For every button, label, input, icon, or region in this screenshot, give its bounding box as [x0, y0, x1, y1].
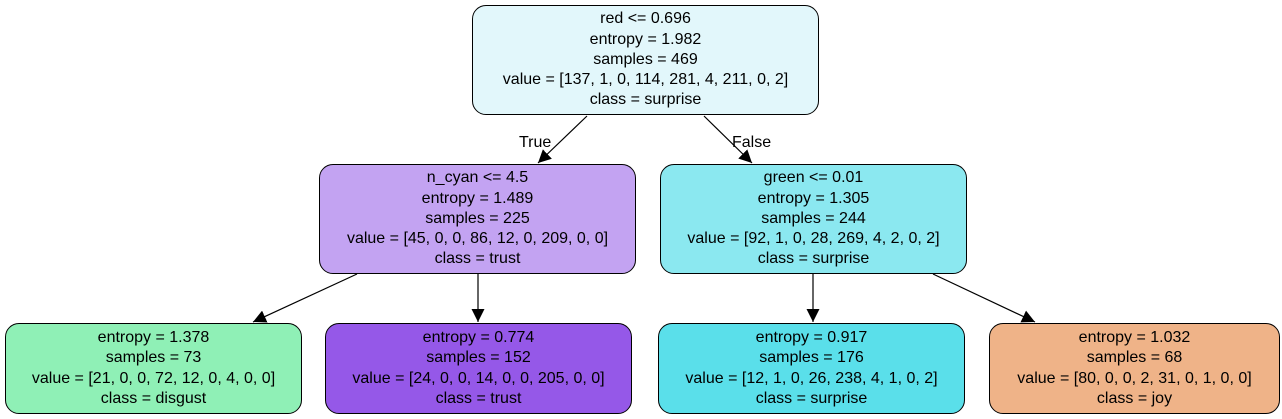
node-text-line: n_cyan <= 4.5 — [426, 169, 529, 187]
tree-leaf-node: entropy = 0.917 samples = 176 value = [12,… — [658, 323, 965, 414]
node-text-line: value = [45, 0, 0, 86, 12, 0, 209, 0, 0] — [346, 230, 609, 248]
edge-arrow — [537, 115, 588, 164]
node-text-line: class = surprise — [757, 250, 870, 268]
node-text-line: class = surprise — [755, 389, 868, 407]
node-text-line: entropy = 0.917 — [755, 329, 868, 347]
node-text-line: value = [137, 1, 0, 114, 281, 4, 211, 0,… — [502, 71, 789, 89]
node-text-line: value = [80, 0, 0, 2, 31, 0, 1, 0, 0] — [1017, 369, 1252, 387]
node-text-line: entropy = 1.032 — [1078, 329, 1191, 347]
tree-leaf-node: entropy = 0.774 samples = 152 value = [24,… — [325, 323, 632, 414]
node-text-line: samples = 73 — [105, 349, 202, 367]
edge-arrow — [703, 115, 753, 164]
node-text-line: value = [12, 1, 0, 26, 238, 4, 1, 0, 2] — [685, 369, 938, 387]
edge-label-true: True — [519, 134, 552, 151]
node-text-line: samples = 244 — [761, 209, 866, 227]
node-text-line: class = surprise — [589, 91, 702, 109]
node-text-line: samples = 152 — [426, 349, 531, 367]
tree-split-node: green <= 0.01 entropy = 1.305 samples = 24… — [660, 164, 967, 274]
node-text-line: value = [24, 0, 0, 14, 0, 0, 205, 0, 0] — [352, 369, 605, 387]
edge-label-false: False — [732, 134, 772, 151]
node-text-line: value = [21, 0, 0, 72, 12, 0, 4, 0, 0] — [31, 369, 276, 387]
node-text-line: entropy = 1.489 — [421, 189, 534, 207]
node-text-line: value = [92, 1, 0, 28, 269, 4, 2, 0, 2] — [687, 230, 940, 248]
node-text-line: samples = 469 — [593, 50, 698, 68]
tree-split-node: n_cyan <= 4.5 entropy = 1.489 samples = 22… — [319, 164, 636, 274]
node-text-line: samples = 225 — [425, 209, 530, 227]
node-text-line: class = trust — [434, 250, 521, 268]
node-text-line: class = joy — [1096, 389, 1173, 407]
node-text-line: entropy = 0.774 — [422, 329, 535, 347]
edge-arrow — [252, 273, 358, 323]
tree-root-node: red <= 0.696 entropy = 1.982 samples = 469… — [472, 5, 819, 115]
node-text-line: entropy = 1.982 — [589, 30, 702, 48]
node-text-line: class = disgust — [100, 389, 207, 407]
node-text-line: green <= 0.01 — [763, 169, 864, 187]
node-text-line: samples = 176 — [759, 349, 864, 367]
node-text-line: entropy = 1.378 — [97, 329, 210, 347]
tree-leaf-node: entropy = 1.032 samples = 68 value = [80, … — [989, 323, 1280, 414]
node-text-line: class = trust — [435, 389, 522, 407]
node-text-line: samples = 68 — [1086, 349, 1183, 367]
edge-arrow — [932, 273, 1036, 323]
tree-leaf-node: entropy = 1.378 samples = 73 value = [21, … — [5, 323, 302, 414]
node-text-line: entropy = 1.305 — [757, 189, 870, 207]
node-text-line: red <= 0.696 — [600, 10, 691, 28]
